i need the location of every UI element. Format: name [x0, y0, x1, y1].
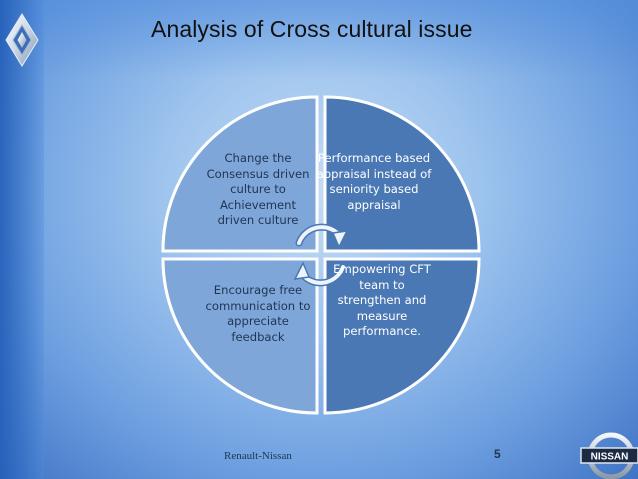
quadrant-top-right	[323, 95, 481, 253]
renault-logo-icon	[5, 13, 39, 67]
quadrant-text-performance-appraisal: Performance based appraisal instead of s…	[316, 151, 432, 212]
slide-title: Analysis of Cross cultural issue	[151, 16, 473, 42]
svg-text:NISSAN: NISSAN	[591, 452, 629, 463]
slide-left-band	[0, 0, 44, 479]
page-number: 5	[494, 447, 501, 461]
quadrant-text-change-culture: Change the Consensus driven culture to A…	[206, 151, 310, 228]
slide-header-band	[0, 0, 638, 78]
slide-footer: Renault-Nissan	[224, 450, 292, 462]
quadrant-text-free-communication: Encourage free communication to apprecia…	[205, 283, 311, 344]
cycle-diagram	[161, 95, 481, 415]
quadrant-text-empowering-cft: Empowering CFT team to strengthen and me…	[333, 262, 431, 339]
nissan-logo-icon: NISSAN	[580, 432, 638, 479]
quadrant-bottom-right	[323, 257, 481, 415]
